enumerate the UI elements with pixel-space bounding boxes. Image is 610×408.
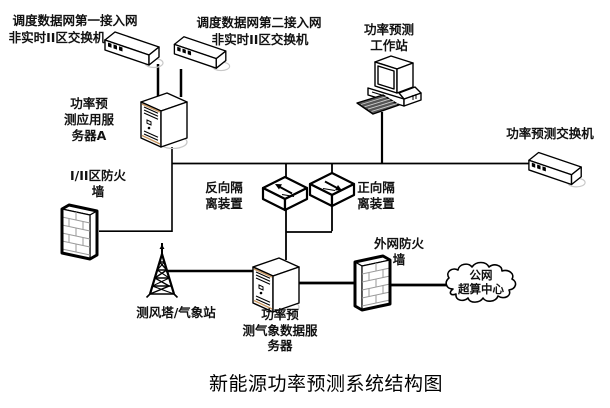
label-external-firewall: 外网防火 墙 <box>373 236 424 267</box>
reverse-isolation-icon <box>261 175 310 219</box>
firewall-icon-zone <box>60 203 99 261</box>
diagram-title: 新能源功率预测系统结构图 <box>208 373 443 395</box>
label-public-cloud: 公网 超算中心 <box>458 268 504 296</box>
lattice-tower-icon <box>145 242 179 298</box>
label-workstation: 功率预测 工作站 <box>363 22 414 53</box>
label-pp-switch: 功率预测交换机 <box>506 126 594 141</box>
network-switch-icon-3 <box>528 151 586 188</box>
tower-server-icon-met <box>252 257 300 314</box>
label-dispatch-switch-2-line1: 调度数据网第二接入网 <box>196 15 322 30</box>
label-dispatch-switch-1-line2: 非实时II区交换机 <box>8 30 106 45</box>
label-app-server-a: 功率预 测应用服 务器A <box>63 96 114 143</box>
desktop-computer-icon <box>356 55 422 115</box>
forward-isolation-icon <box>308 171 357 215</box>
tower-server-icon-app <box>140 92 188 149</box>
label-forward-isolation: 正向隔 离装置 <box>357 180 395 211</box>
label-dispatch-switch-1-line1: 调度数据网第一接入网 <box>12 13 138 28</box>
label-reverse-isolation: 反向隔 离装置 <box>205 180 243 211</box>
label-dispatch-switch-2-line2: 非实时II区交换机 <box>211 32 309 47</box>
label-zone-firewall: I/II区防火 墙 <box>69 168 127 199</box>
label-wind-tower: 测风塔/气象站 <box>136 305 216 320</box>
label-met-server: 功率预 测气象数据服 务器 <box>242 307 318 353</box>
